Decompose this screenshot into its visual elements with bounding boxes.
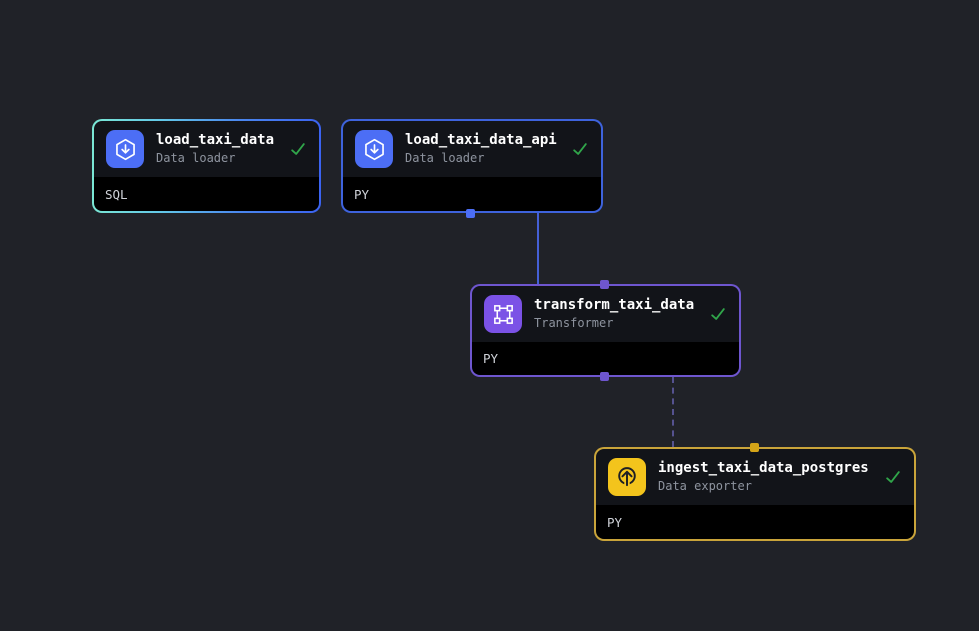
block-language: PY [483,351,499,366]
edge-load-api-to-transform [537,213,539,285]
node-header: transform_taxi_data Transformer [472,286,739,342]
node-language-bar: PY [343,177,601,211]
port-load-api-bottom[interactable] [466,209,475,218]
transformer-icon [484,295,522,333]
block-title: ingest_taxi_data_postgres [658,460,869,476]
data-loader-icon [355,130,393,168]
block-type-label: Data loader [156,151,236,165]
edge-transform-to-ingest [672,377,674,447]
node-header: ingest_taxi_data_postgres Data exporter [596,449,914,505]
block-title: load_taxi_data_api [405,132,557,148]
node-ingest-taxi-data-postgres[interactable]: ingest_taxi_data_postgres Data exporter … [594,447,916,541]
success-check-icon [289,140,307,158]
node-language-bar: PY [472,342,739,375]
port-transform-bottom[interactable] [600,372,609,381]
node-language-bar: PY [596,505,914,539]
data-exporter-icon [608,458,646,496]
node-load-taxi-data[interactable]: load_taxi_data Data loader SQL [92,119,321,213]
success-check-icon [709,305,727,323]
block-title: transform_taxi_data [534,297,695,313]
node-header: load_taxi_data Data loader [94,121,319,177]
block-language: SQL [105,186,128,202]
data-loader-icon [106,130,144,168]
block-language: PY [607,514,623,530]
port-transform-top[interactable] [600,280,609,289]
block-type-label: Data loader [405,151,485,165]
block-type-label: Transformer [534,316,614,330]
block-title: load_taxi_data [156,132,275,148]
success-check-icon [571,140,589,158]
node-transform-taxi-data[interactable]: transform_taxi_data Transformer PY [470,284,741,377]
node-load-taxi-data-api[interactable]: load_taxi_data_api Data loader PY [341,119,603,213]
node-header: load_taxi_data_api Data loader [343,121,601,177]
success-check-icon [884,468,902,486]
block-type-label: Data exporter [658,479,752,493]
node-language-bar: SQL [94,177,319,211]
block-language: PY [354,186,370,202]
port-ingest-top[interactable] [750,443,759,452]
